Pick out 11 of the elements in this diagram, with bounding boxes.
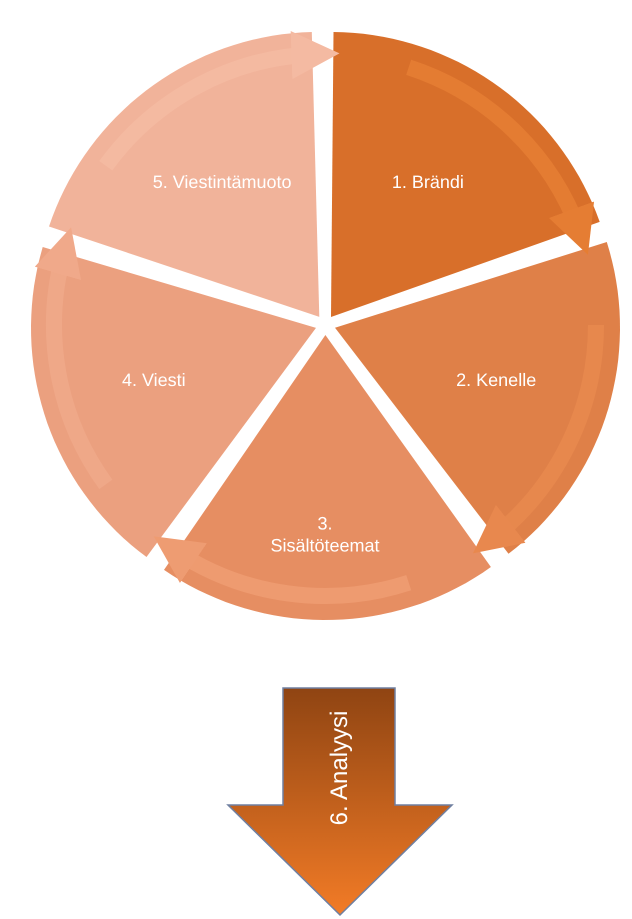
curved-arrow	[36, 226, 113, 489]
segment-label: 2. Kenelle	[455, 370, 538, 392]
curved-arrow	[406, 60, 592, 254]
segment-label: 5. Viestintämuoto	[152, 172, 292, 194]
curved-arrow	[100, 32, 340, 171]
curved-arrow	[474, 324, 604, 555]
segment-label: 3. Sisältöteemat	[269, 513, 381, 557]
arrow-label: 6. Analyysi	[326, 710, 354, 826]
segment-label: 4. Viesti	[120, 370, 187, 392]
curved-arrow	[152, 538, 411, 604]
segment-label: 1. Brändi	[390, 172, 465, 194]
